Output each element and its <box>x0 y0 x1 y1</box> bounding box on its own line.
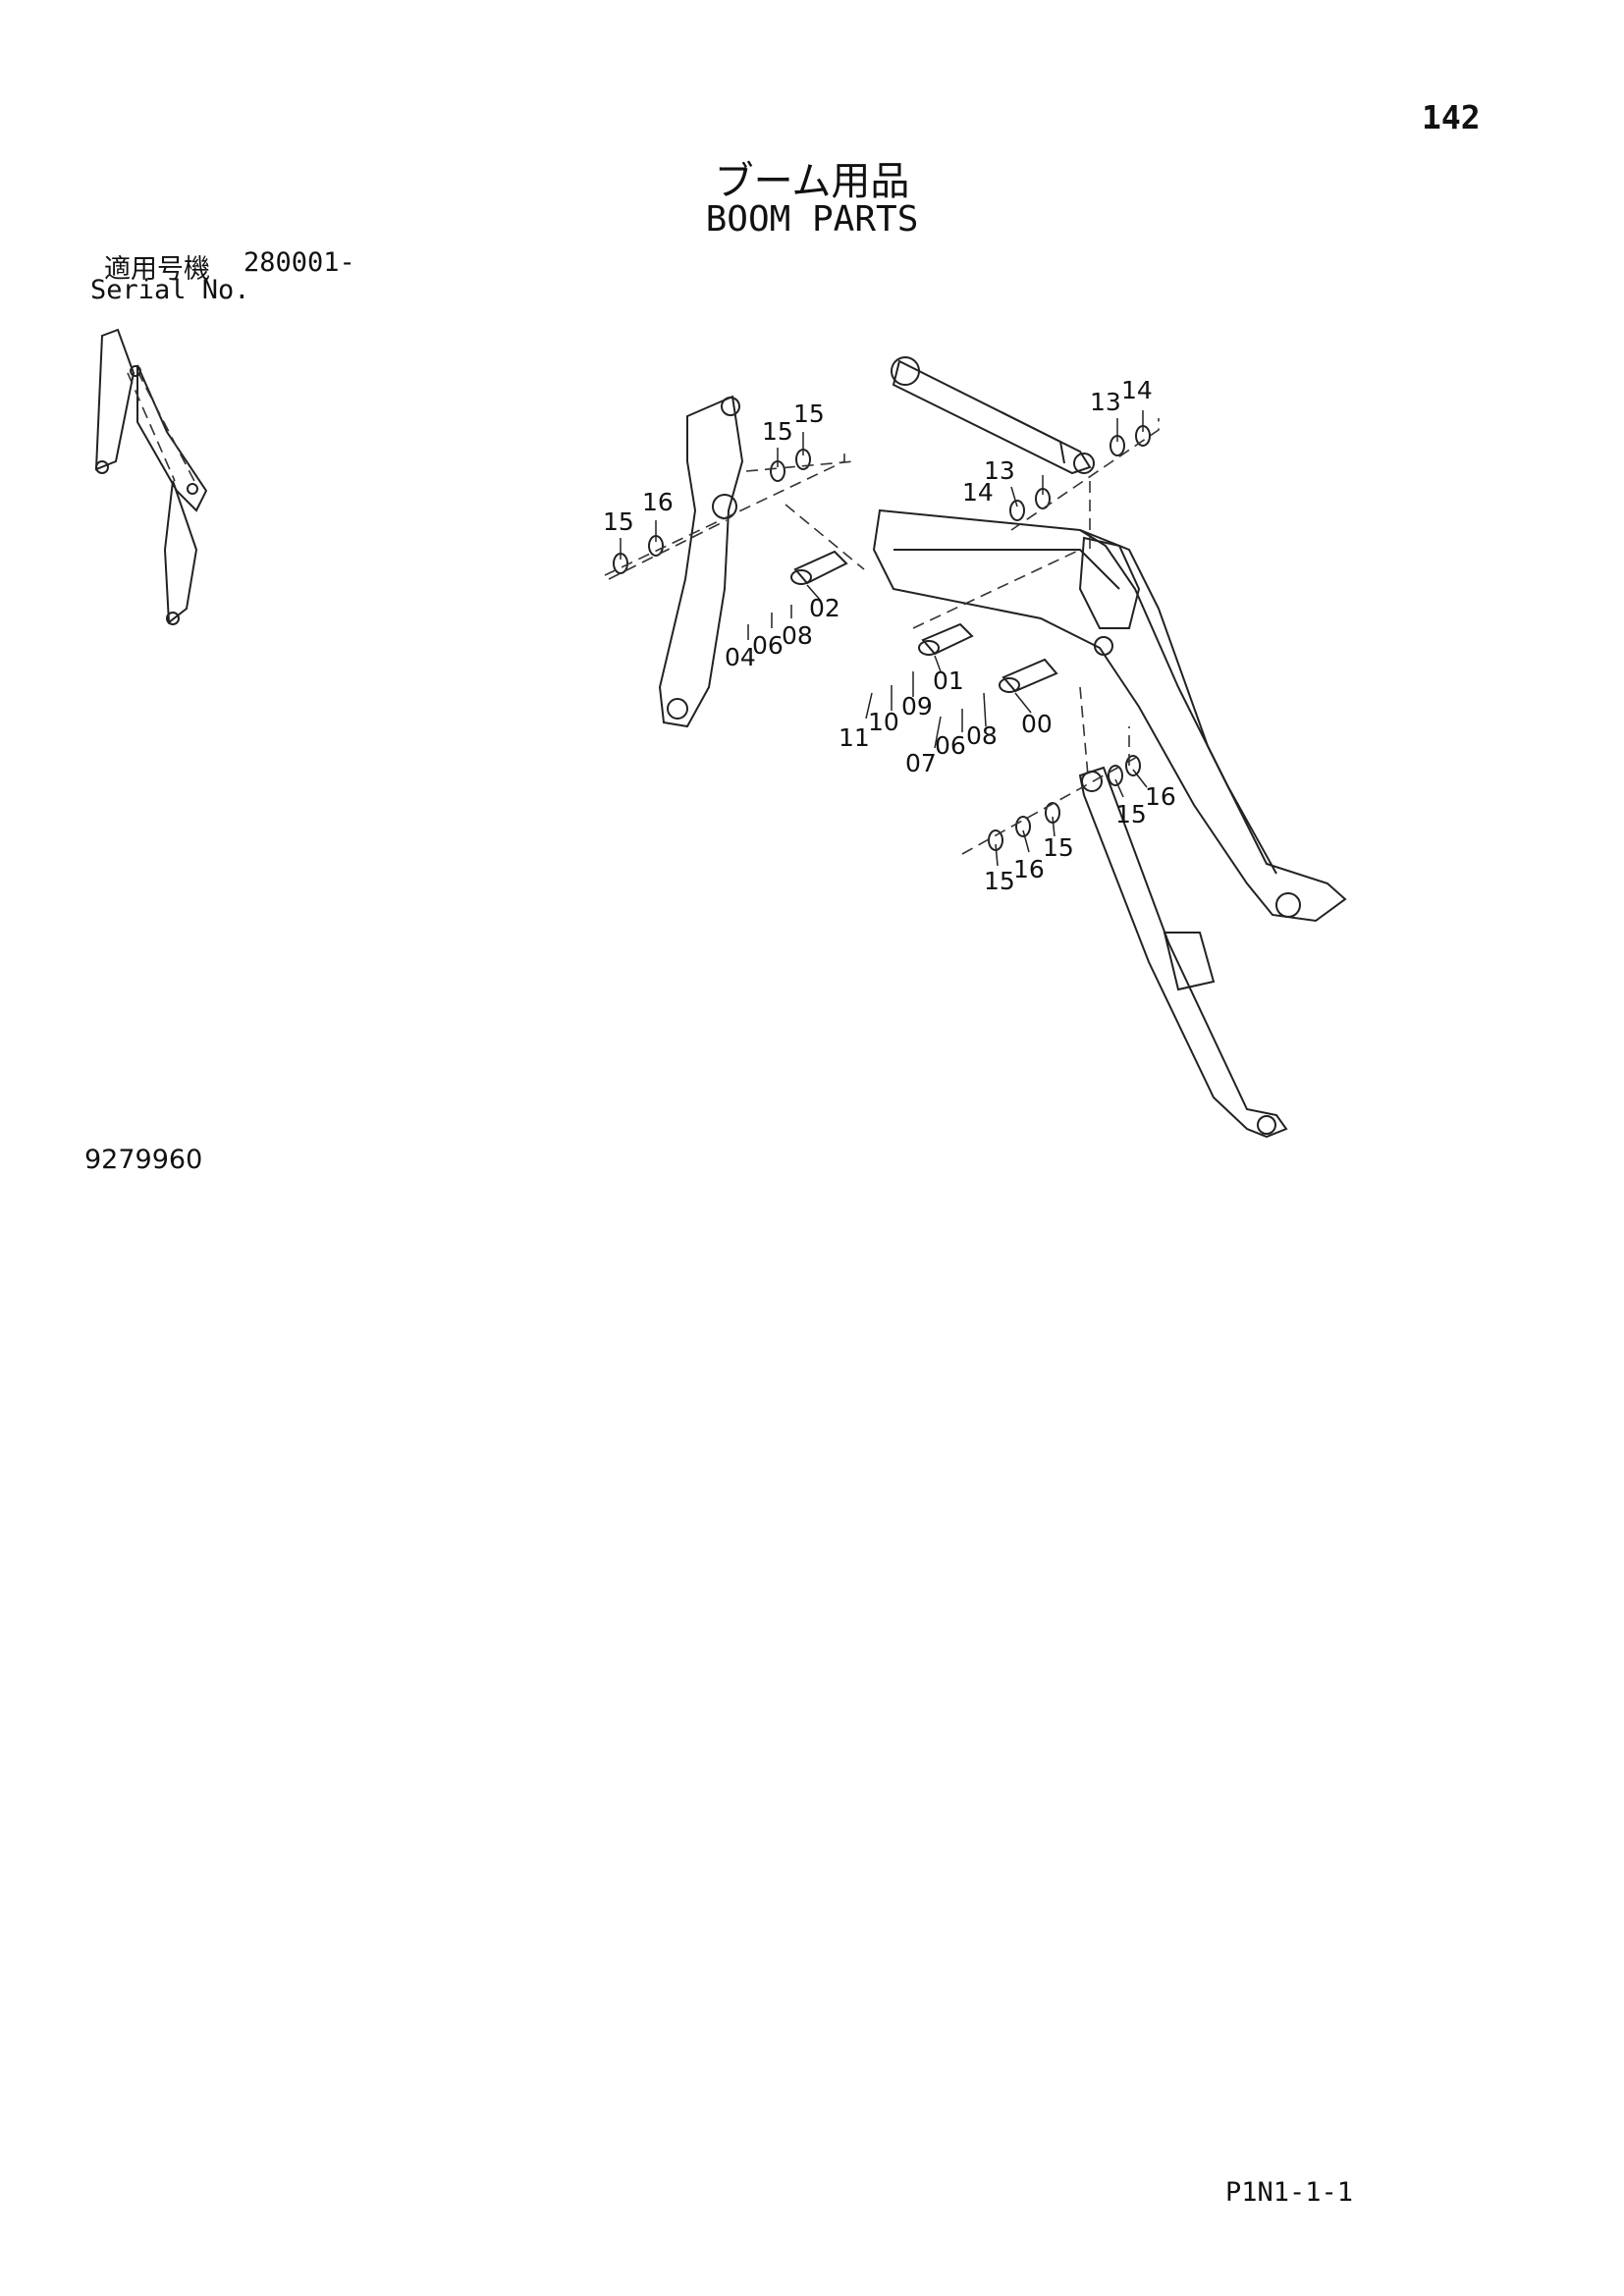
page-title-english: BOOM PARTS <box>705 199 919 240</box>
serial-label-japanese: 適用号機 <box>104 254 210 285</box>
pin-00-icon <box>999 658 1058 693</box>
callout-label: 01 <box>933 667 964 695</box>
callout-label: 10 <box>868 708 899 736</box>
callout-label: 11 <box>839 723 870 752</box>
serial-number-value: 280001- <box>244 247 355 278</box>
callout-label: 09 <box>901 692 933 721</box>
callout-label: 07 <box>905 749 937 777</box>
callout-label: 15 <box>762 417 793 446</box>
callout-label: 15 <box>1043 833 1074 862</box>
callout-label: 15 <box>984 867 1015 895</box>
callout-label: 15 <box>1115 800 1147 828</box>
leader-lines <box>620 410 1148 867</box>
callout-label: 16 <box>1145 782 1176 811</box>
page-number: 142 <box>1422 98 1481 136</box>
callout-label: 14 <box>1121 376 1153 404</box>
callout-label: 06 <box>935 731 966 760</box>
callout-label: 08 <box>966 721 998 750</box>
page-code: P1N1-1-1 <box>1225 2177 1354 2208</box>
callout-label: 13 <box>984 456 1015 485</box>
callout-label: 00 <box>1021 710 1053 738</box>
callout-label: 15 <box>603 507 634 536</box>
callout-label: 13 <box>1090 388 1121 416</box>
callout-label: 14 <box>962 478 994 507</box>
callout-label: 15 <box>793 400 825 428</box>
boom-left-bracket <box>658 395 744 728</box>
boom-main-body <box>872 508 1347 923</box>
locator-thumbnail-icon <box>94 328 208 625</box>
callout-label: 16 <box>1013 855 1045 883</box>
pin-02-icon <box>790 550 848 585</box>
callout-label: 08 <box>782 621 813 650</box>
assembly-dashed-lines <box>604 418 1160 855</box>
callout-labels: 15 15 15 16 02 04 06 08 13 14 13 14 01 0… <box>603 376 1176 895</box>
figure-number: 9279960 <box>84 1145 203 1175</box>
boom-cylinder-lower <box>1078 766 1288 1139</box>
callout-label: 04 <box>725 643 756 671</box>
pin-01-icon <box>918 622 974 656</box>
callout-label: 02 <box>809 594 840 622</box>
serial-label-english: Serial No. <box>90 275 250 305</box>
callout-label: 16 <box>642 488 674 516</box>
page-title-japanese: ブーム用品 <box>714 159 910 204</box>
callout-label: 06 <box>752 631 784 660</box>
washers-group <box>613 425 1151 851</box>
boom-cylinder-upper <box>891 356 1095 475</box>
